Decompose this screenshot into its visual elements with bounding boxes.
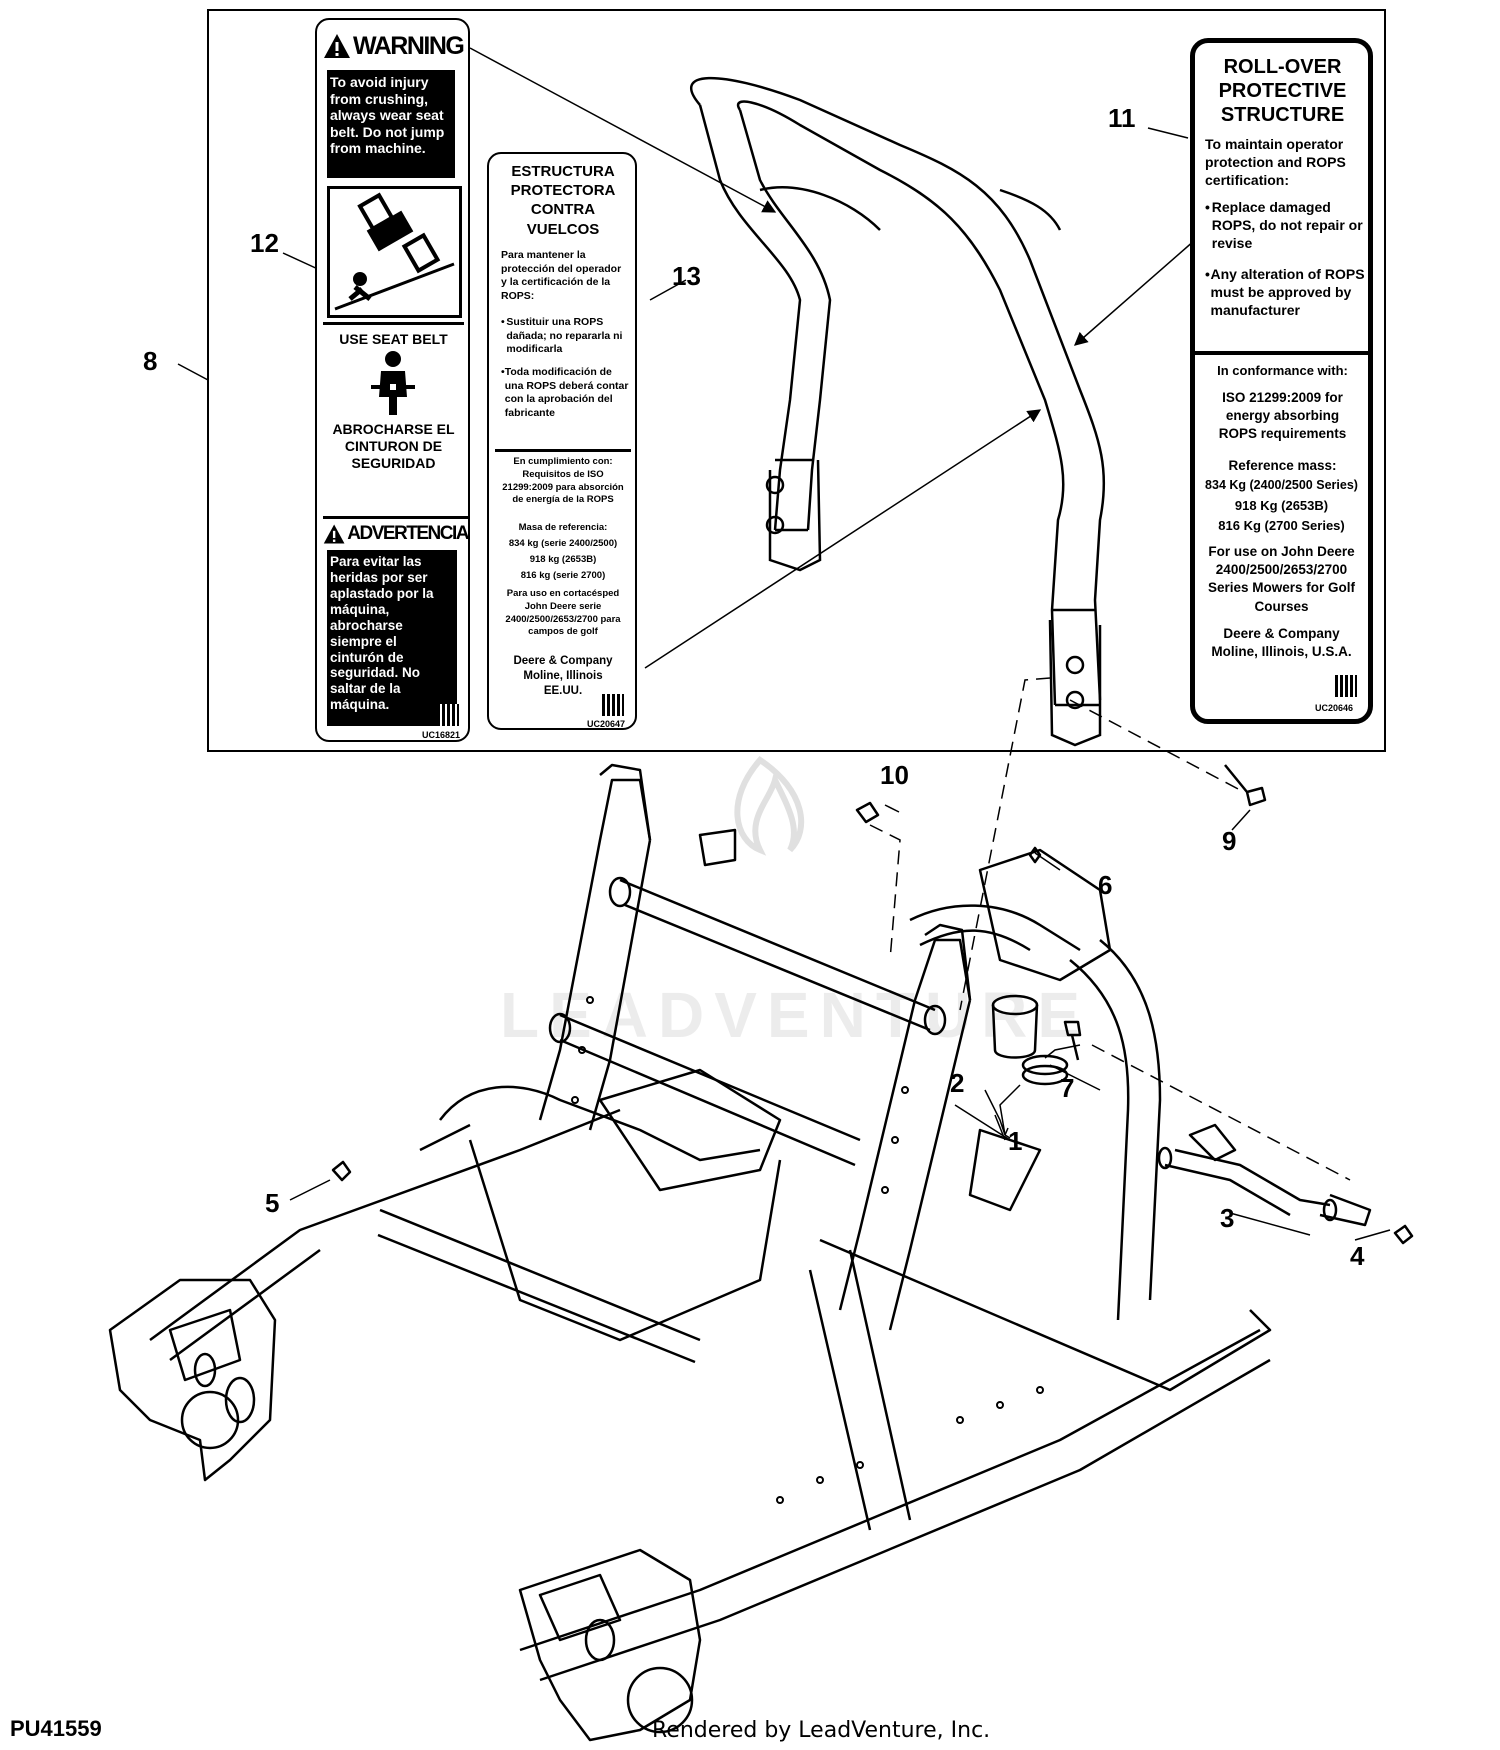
callout-9[interactable]: 9	[1222, 826, 1237, 856]
warning-triangle-icon	[324, 34, 350, 58]
decal-code-11: UC20646	[1315, 703, 1354, 713]
rops-es-title: ESTRUCTURA PROTECTORA CONTRA VUELCOS	[510, 163, 616, 238]
rops-es-conformance: En cumplimiento con: Requisitos de ISO 2…	[502, 456, 624, 506]
rops-en-conformance: ISO 21299:2009 for energy absorbing ROPS…	[1218, 390, 1347, 442]
assembly-lines	[869, 677, 1351, 1181]
decal-rops-english: ROLL-OVER PROTECTIVE STRUCTURE To mainta…	[1190, 38, 1373, 724]
seat-belt-icon	[371, 351, 415, 415]
callout-12[interactable]: 12	[250, 228, 279, 258]
rops-en-bullet-1: •Replace damaged ROPS, do not repair or …	[1205, 198, 1365, 253]
rops-es-bullet-2-text: Toda modificación de una ROPS deberá con…	[504, 366, 629, 419]
rops-es-divider	[495, 449, 631, 452]
callout-1[interactable]: 1	[1008, 1126, 1023, 1156]
rops-en-divider	[1195, 351, 1368, 355]
rops-es-mass-2: 918 kg (2653B)	[529, 554, 597, 565]
rops-en-bullet-2-text: Any alteration of ROPS must be approved …	[1210, 266, 1365, 319]
main-frame	[108, 763, 1414, 1742]
rollover-icon	[334, 192, 455, 311]
callout-13[interactable]: 13	[672, 261, 701, 291]
qr-code-icon	[602, 694, 624, 716]
warning-heading-row: WARNING	[323, 28, 465, 64]
callout-8[interactable]: 8	[143, 346, 158, 376]
callout-11[interactable]: 11	[1108, 103, 1136, 133]
rops-en-use: For use on John Deere 2400/2500/2653/270…	[1207, 544, 1356, 614]
rops-en-conformance-heading: In conformance with:	[1217, 363, 1348, 378]
warning-text: To avoid injury from crushing, always we…	[327, 70, 455, 178]
advertencia-heading-row: ADVERTENCIA	[323, 516, 469, 549]
callout-4[interactable]: 4	[1350, 1241, 1365, 1271]
rops-en-mass-3: 816 Kg (2700 Series)	[1218, 518, 1345, 533]
figure-id: PU41559	[10, 1716, 102, 1741]
advertencia-text: Para evitar las heridas por ser aplastad…	[327, 550, 457, 726]
decal-warning-seat-belt: WARNING To avoid injury from crushing, a…	[315, 18, 470, 742]
decal-code-12: UC16821	[422, 730, 461, 740]
warning-heading: WARNING	[353, 31, 465, 60]
rops-es-mass-heading: Masa de referencia:	[518, 522, 608, 533]
callout-6[interactable]: 6	[1098, 870, 1113, 900]
advertencia-triangle-icon	[323, 524, 345, 544]
rops-es-bullet-1: •Sustituir una ROPS dañada; no repararla…	[501, 316, 629, 357]
bullet-icon: •	[501, 316, 505, 328]
seat-belt-panel: USE SEAT BELT ABROCHARSE EL CINTURON DE …	[323, 322, 464, 515]
rops-bar	[690, 76, 1106, 747]
rops-es-bullet-1-text: Sustituir una ROPS dañada; no repararla …	[506, 316, 623, 356]
advertencia-heading: ADVERTENCIA	[347, 523, 469, 544]
rops-es-use: Para uso en cortacésped John Deere serie…	[505, 588, 621, 638]
rops-en-mass-heading: Reference mass:	[1228, 458, 1337, 473]
rops-en-intro: To maintain operator protection and ROPS…	[1205, 136, 1346, 189]
rops-es-bullet-2: •Toda modificación de una ROPS deberá co…	[501, 366, 629, 421]
rops-es-mass-1: 834 kg (serie 2400/2500)	[508, 538, 618, 549]
rops-en-mass-1: 834 Kg (2400/2500 Series)	[1205, 478, 1358, 492]
rops-en-title: ROLL-OVER PROTECTIVE STRUCTURE	[1218, 56, 1347, 126]
rollover-pictogram	[327, 186, 462, 318]
qr-code-icon	[437, 704, 459, 726]
callout-3[interactable]: 3	[1220, 1203, 1235, 1233]
bullet-icon: •	[1205, 266, 1210, 282]
watermark-flame-icon	[734, 756, 805, 856]
callout-2[interactable]: 2	[950, 1068, 965, 1098]
rops-es-mass-3: 816 kg (serie 2700)	[520, 570, 606, 581]
qr-code-icon	[1335, 675, 1357, 697]
decal-rops-spanish: ESTRUCTURA PROTECTORA CONTRA VUELCOS Par…	[487, 152, 637, 730]
rops-en-bullet-1-text: Replace damaged ROPS, do not repair or r…	[1211, 199, 1363, 252]
footer-credit: Rendered by LeadVenture, Inc.	[652, 1718, 991, 1743]
use-seat-belt-text: USE SEAT BELT	[339, 331, 448, 347]
decal-code-13: UC20647	[587, 719, 626, 729]
callout-7[interactable]: 7	[1060, 1073, 1075, 1103]
abrocharse-text: ABROCHARSE EL CINTURON DE SEGURIDAD	[332, 421, 455, 471]
callout-leaders	[289, 804, 1391, 1241]
callout-5[interactable]: 5	[265, 1188, 280, 1218]
watermark-text: LEADVENTURE	[500, 979, 1091, 1051]
rops-en-company: Deere & Company Moline, Illinois, U.S.A.	[1211, 626, 1352, 660]
bullet-icon: •	[501, 366, 505, 378]
rops-es-company: Deere & Company Moline, Illinois EE.UU.	[513, 655, 613, 697]
bullet-icon: •	[1205, 199, 1210, 215]
leader-lines	[177, 47, 1196, 669]
inset-frame	[207, 9, 1386, 752]
rops-en-bullet-2: •Any alteration of ROPS must be approved…	[1205, 265, 1365, 320]
rops-es-intro: Para mantener la protección del operador…	[501, 249, 622, 302]
rops-en-mass-2: 918 Kg (2653B)	[1234, 498, 1329, 513]
callout-10[interactable]: 10	[880, 760, 909, 790]
